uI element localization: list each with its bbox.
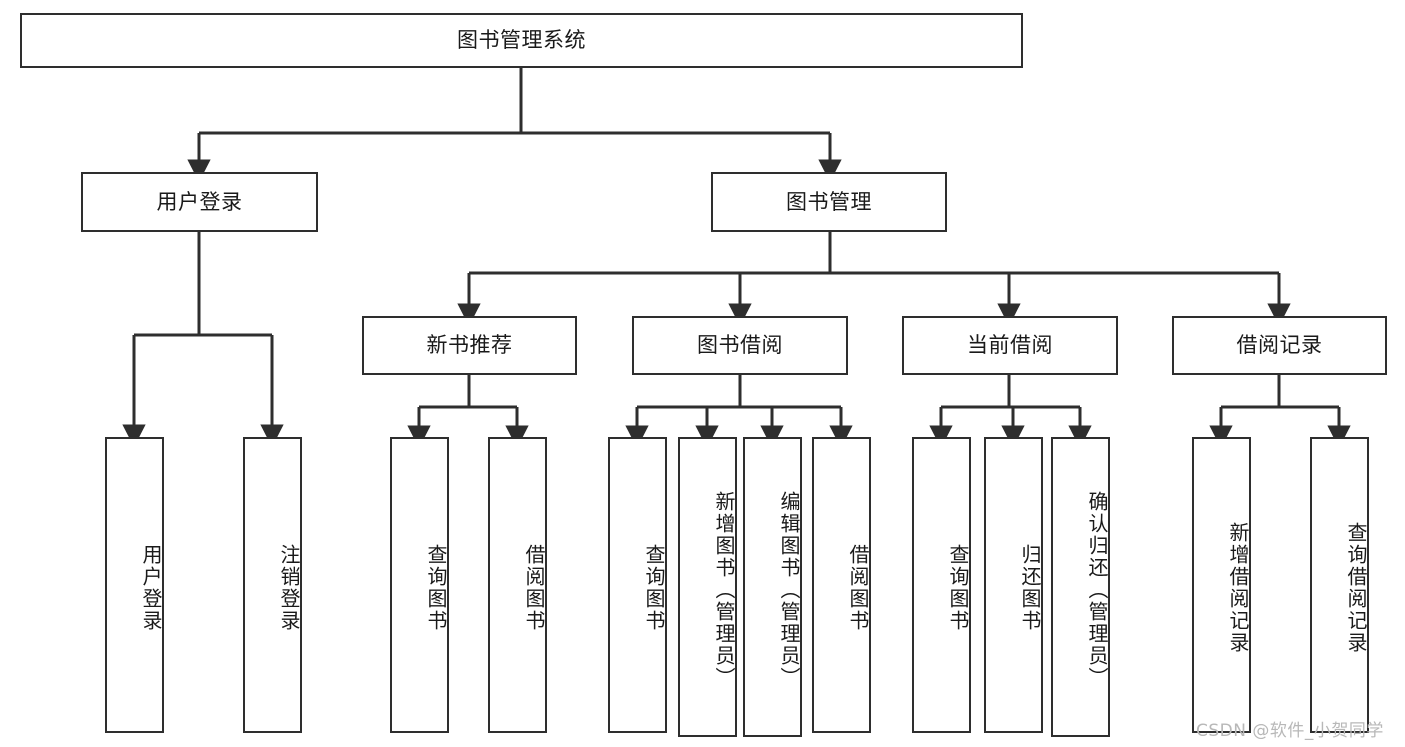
node-leaf-query-book-1[interactable]: 查询图书 <box>390 437 449 733</box>
node-leaf-add-record-label: 新增借阅记录 <box>1226 522 1250 654</box>
node-leaf-borrow-book-2[interactable]: 借阅图书 <box>812 437 871 733</box>
node-leaf-query-book-3[interactable]: 查询图书 <box>912 437 971 733</box>
node-leaf-query-record[interactable]: 查询借阅记录 <box>1310 437 1369 733</box>
node-leaf-edit-book-label: 编辑图书（管理员） <box>777 491 801 689</box>
node-leaf-return-book-label: 归还图书 <box>1018 544 1042 632</box>
node-leaf-return-book[interactable]: 归还图书 <box>984 437 1043 733</box>
node-book-borrow[interactable]: 图书借阅 <box>632 316 848 375</box>
node-leaf-query-book-1-label: 查询图书 <box>424 544 448 632</box>
node-current-borrow[interactable]: 当前借阅 <box>902 316 1118 375</box>
node-leaf-user-login[interactable]: 用户登录 <box>105 437 164 733</box>
node-borrow-record-label: 借阅记录 <box>1236 333 1323 358</box>
node-leaf-confirm-return[interactable]: 确认归还（管理员） <box>1051 437 1110 737</box>
node-borrow-record[interactable]: 借阅记录 <box>1172 316 1387 375</box>
node-leaf-edit-book[interactable]: 编辑图书（管理员） <box>743 437 802 737</box>
node-leaf-add-book[interactable]: 新增图书（管理员） <box>678 437 737 737</box>
node-leaf-borrow-book-2-label: 借阅图书 <box>846 544 870 632</box>
node-user-login-label: 用户登录 <box>156 189 243 214</box>
csdn-watermark: CSDN @软件_小贺同学 <box>1196 721 1384 741</box>
node-new-book-recommend-label: 新书推荐 <box>426 333 513 358</box>
node-book-management-label: 图书管理 <box>786 189 872 214</box>
node-leaf-query-book-2-label: 查询图书 <box>642 544 666 632</box>
node-root[interactable]: 图书管理系统 <box>20 13 1023 68</box>
node-book-borrow-label: 图书借阅 <box>697 333 783 358</box>
node-leaf-query-record-label: 查询借阅记录 <box>1344 522 1368 654</box>
node-leaf-borrow-book-1[interactable]: 借阅图书 <box>488 437 547 733</box>
node-leaf-query-book-3-label: 查询图书 <box>946 544 970 632</box>
node-book-management[interactable]: 图书管理 <box>711 172 947 232</box>
node-new-book-recommend[interactable]: 新书推荐 <box>362 316 577 375</box>
node-leaf-add-book-label: 新增图书（管理员） <box>712 491 736 689</box>
node-leaf-logout-label: 注销登录 <box>277 544 301 632</box>
node-leaf-logout[interactable]: 注销登录 <box>243 437 302 733</box>
node-leaf-add-record[interactable]: 新增借阅记录 <box>1192 437 1251 733</box>
node-leaf-confirm-return-label: 确认归还（管理员） <box>1085 491 1109 689</box>
node-user-login[interactable]: 用户登录 <box>81 172 318 232</box>
node-leaf-query-book-2[interactable]: 查询图书 <box>608 437 667 733</box>
node-leaf-user-login-label: 用户登录 <box>139 544 163 632</box>
node-current-borrow-label: 当前借阅 <box>967 333 1053 358</box>
node-root-label: 图书管理系统 <box>457 28 586 53</box>
node-leaf-borrow-book-1-label: 借阅图书 <box>522 544 546 632</box>
